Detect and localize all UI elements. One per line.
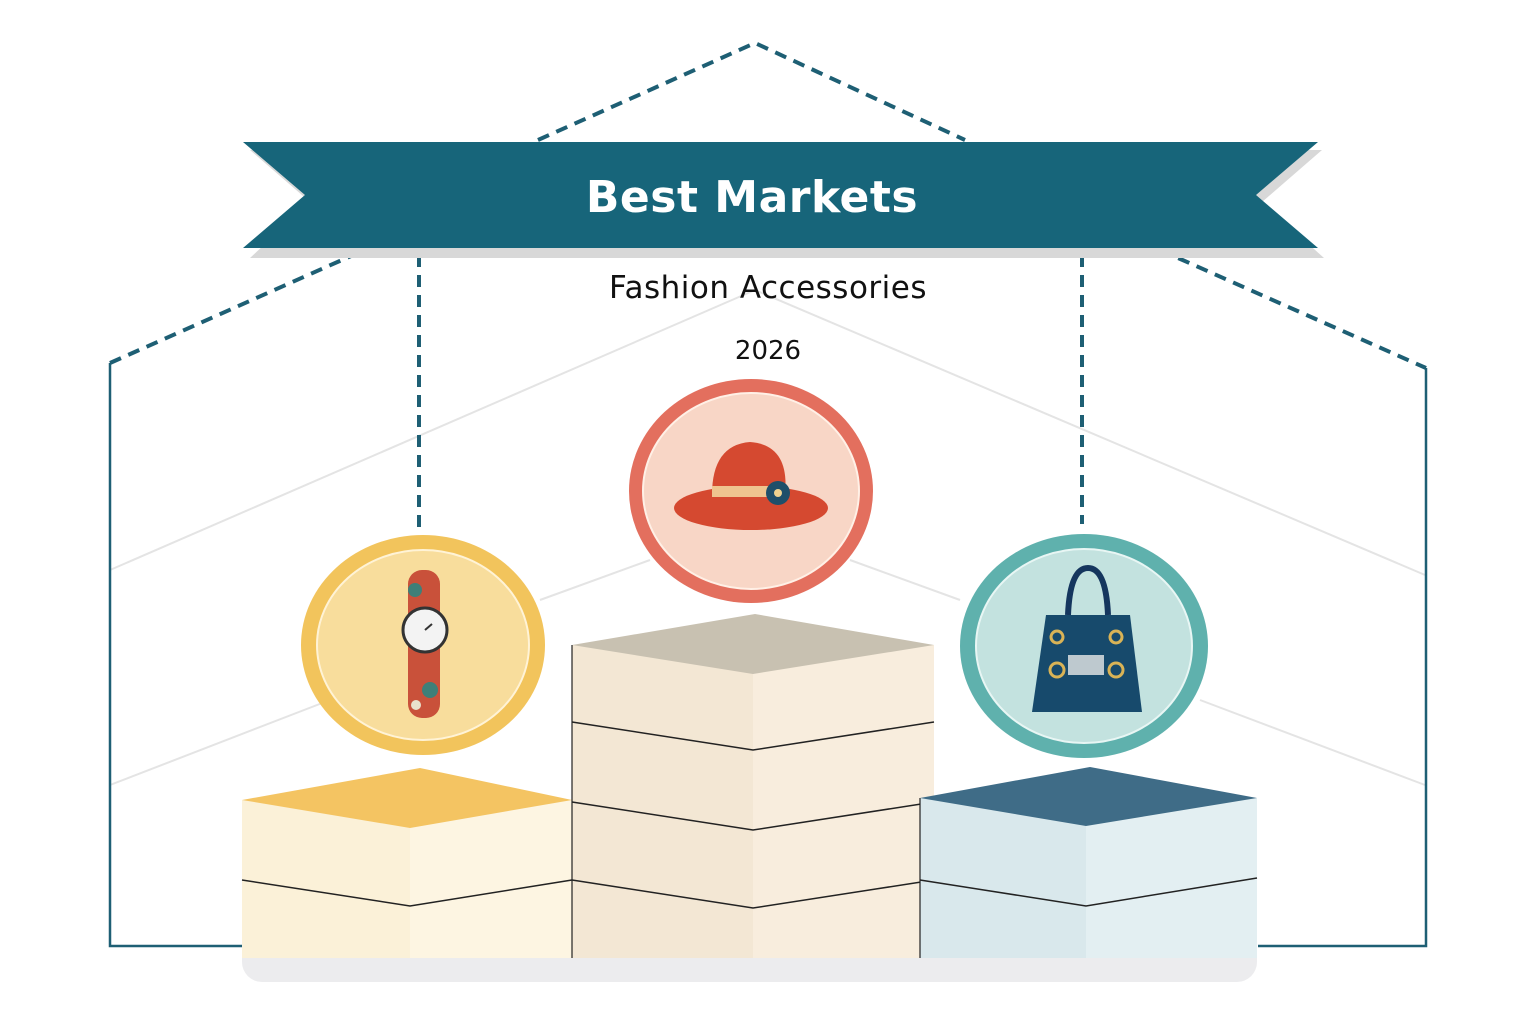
house-outline-left [108,363,242,948]
title-banner [243,142,1318,248]
podium-second [241,768,573,958]
banner-title: Best Markets [585,172,919,223]
bag-medallion [960,534,1208,758]
dashed-roof [109,40,1427,528]
podium-first [571,614,935,958]
background-lines [109,289,1426,786]
handbag-icon [1032,564,1142,712]
watch-icon [401,570,449,718]
watch-medallion [301,535,545,755]
podium-third [919,767,1258,958]
year-label: 2026 [734,336,802,366]
hat-medallion [629,379,873,603]
house-outline-right [1258,368,1428,948]
hat-icon [674,442,828,530]
subtitle: Fashion Accessories [608,270,928,306]
